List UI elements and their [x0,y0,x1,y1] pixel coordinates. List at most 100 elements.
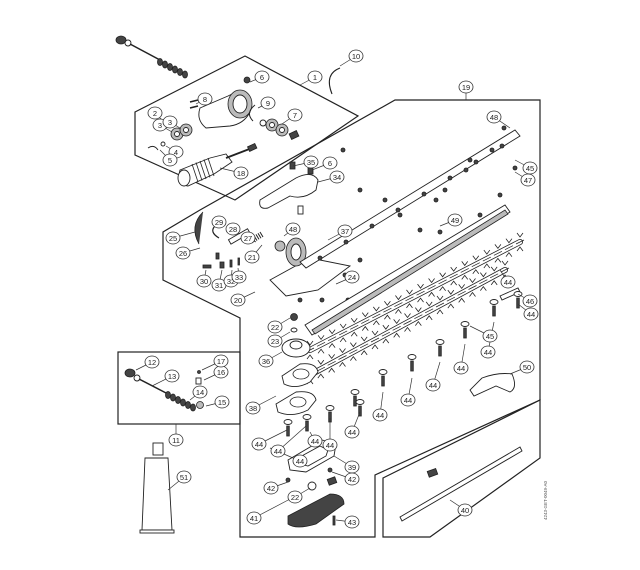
callout-ring [458,80,474,94]
callout-9: 9 [260,96,276,110]
document-code: 4243-GET-0049-A0 [543,480,548,520]
drive-shaft-assembly [115,35,188,79]
callout-label: 22 [291,493,299,502]
callout-label: 36 [262,357,270,366]
callout-label: 18 [237,169,245,178]
callout-44: 44 [322,438,338,452]
callout-label: 44 [457,364,465,373]
callout-ring [168,433,184,447]
callout-49: 49 [447,213,463,227]
callout-label: 44 [311,437,319,446]
callout-label: 15 [218,398,226,407]
callout-ring [225,222,241,236]
callout-ring [230,293,246,307]
callout-label: 42 [348,475,356,484]
callout-18: 18 [233,166,249,180]
callout-label: 2 [153,109,157,118]
callout-ring [344,425,360,439]
callout-ring [211,215,227,229]
callout-label: 34 [333,173,341,182]
callout-51: 51 [176,470,192,484]
callout-ring [246,511,262,525]
grease-tube [139,442,175,534]
gear-housing [147,76,300,187]
callout-ring [176,470,192,484]
callout-ring [260,96,276,110]
callout-43: 43 [344,515,360,529]
callout-45: 45 [482,329,498,343]
callout-ring [196,274,212,288]
callout-ring [258,354,274,368]
callout-label: 48 [490,113,498,122]
callout-label: 21 [248,253,256,262]
callout-47: 47 [520,173,536,187]
callout-ring [231,270,247,284]
callout-label: 44 [376,411,384,420]
callout-44: 44 [480,345,496,359]
callout-ring [329,170,345,184]
callout-ring [480,345,496,359]
handle-part [259,161,319,215]
callout-ring [245,401,261,415]
callout-ring [344,270,360,284]
callout-label: 44 [429,381,437,390]
callout-44: 44 [523,307,539,321]
callout-29: 29 [211,215,227,229]
callout-label: 17 [217,357,225,366]
callout-ring [197,92,213,106]
callout-36: 36 [258,354,274,368]
callout-44: 44 [251,437,267,451]
callout-6: 6 [322,156,338,170]
callout-ring [348,49,364,63]
callout-ring [453,361,469,375]
callout-label: 44 [255,440,263,449]
callout-label: 7 [293,111,297,120]
callout-label: 10 [352,52,360,61]
callout-label: 37 [341,227,349,236]
callout-ring [192,385,208,399]
blade-scabbard [399,446,523,522]
callout-label: 8 [203,95,207,104]
callout-label: 22 [271,323,279,332]
callout-label: 20 [234,296,242,305]
callout-39: 39 [344,460,360,474]
callout-label: 44 [274,447,282,456]
callout-label: 6 [328,159,332,168]
callout-44: 44 [453,361,469,375]
callout-44: 44 [372,408,388,422]
callout-label: 50 [523,363,531,372]
callout-44: 44 [270,444,286,458]
callout-label: 1 [313,73,317,82]
callout-label: 44 [348,428,356,437]
callout-ring [244,250,260,264]
callout-label: 44 [296,457,304,466]
callout-ring [254,70,270,84]
callout-label: 3 [158,121,162,130]
gear-housing-frame [134,55,360,201]
callout-46: 46 [522,294,538,308]
callout-ring [344,515,360,529]
callout-ring [303,155,319,169]
callout-5: 5 [162,153,178,167]
cutter-assembly-frame [162,99,541,538]
callout-ring [322,438,338,452]
retaining-clip [328,67,341,95]
callout-label: 31 [215,281,223,290]
callout-ring [164,369,180,383]
callout-ring [400,393,416,407]
callout-label: 44 [404,396,412,405]
callout-label: 25 [169,234,177,243]
callout-label: 27 [244,234,252,243]
callout-label: 49 [451,216,459,225]
callout-label: 51 [180,473,188,482]
callout-label: 35 [307,158,315,167]
callout-ring [144,355,160,369]
cutter-bar [275,125,525,415]
callout-44: 44 [400,393,416,407]
callout-label: 44 [504,278,512,287]
callout-50: 50 [519,360,535,374]
callout-6: 6 [254,70,270,84]
callout-ring [523,307,539,321]
callout-ring [251,437,267,451]
callout-label: 47 [524,176,532,185]
